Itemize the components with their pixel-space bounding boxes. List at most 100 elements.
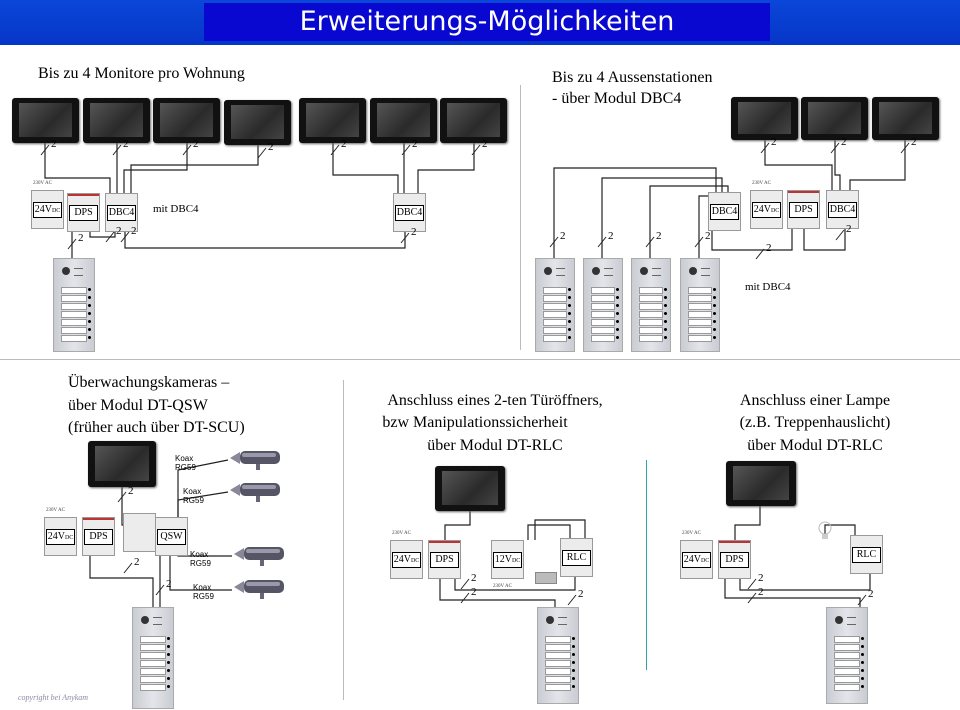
name-button[interactable] bbox=[639, 287, 663, 294]
name-button[interactable] bbox=[639, 295, 663, 302]
name-button[interactable] bbox=[61, 335, 87, 342]
name-button[interactable] bbox=[543, 303, 567, 310]
name-button[interactable] bbox=[140, 660, 166, 667]
wire bbox=[824, 524, 856, 537]
name-button[interactable] bbox=[591, 319, 615, 326]
wire bbox=[44, 143, 111, 193]
name-button[interactable] bbox=[834, 644, 860, 651]
name-button[interactable] bbox=[688, 287, 712, 294]
name-button[interactable] bbox=[688, 303, 712, 310]
module-indicator bbox=[429, 541, 460, 543]
name-button[interactable] bbox=[545, 668, 571, 675]
name-button[interactable] bbox=[591, 327, 615, 334]
button-led bbox=[616, 288, 619, 291]
name-button[interactable] bbox=[688, 335, 712, 342]
name-button[interactable] bbox=[639, 335, 663, 342]
name-button[interactable] bbox=[543, 287, 567, 294]
name-button[interactable] bbox=[61, 303, 87, 310]
button-led bbox=[713, 304, 716, 307]
wire-count-label: 2 bbox=[51, 138, 57, 150]
name-button[interactable] bbox=[61, 311, 87, 318]
name-button[interactable] bbox=[834, 684, 860, 691]
name-button[interactable] bbox=[591, 287, 615, 294]
button-led bbox=[88, 296, 91, 299]
coax-label-line2: RG59 bbox=[190, 559, 211, 568]
button-led bbox=[167, 637, 170, 640]
name-button[interactable] bbox=[543, 311, 567, 318]
button-led bbox=[861, 645, 864, 648]
name-button[interactable] bbox=[543, 327, 567, 334]
name-button[interactable] bbox=[591, 295, 615, 302]
name-button[interactable] bbox=[591, 311, 615, 318]
name-button[interactable] bbox=[543, 335, 567, 342]
name-button[interactable] bbox=[834, 660, 860, 667]
button-led bbox=[861, 653, 864, 656]
name-button[interactable] bbox=[545, 676, 571, 683]
wire-pair-mark bbox=[694, 236, 704, 248]
wire-pair-mark bbox=[120, 231, 130, 243]
module-label-voltage: 24V bbox=[34, 204, 52, 215]
name-button[interactable] bbox=[834, 652, 860, 659]
name-button[interactable] bbox=[545, 644, 571, 651]
wire-count-label: 2 bbox=[78, 232, 84, 244]
name-button[interactable] bbox=[140, 636, 166, 643]
name-button[interactable] bbox=[591, 303, 615, 310]
name-button[interactable] bbox=[834, 676, 860, 683]
name-button[interactable] bbox=[545, 636, 571, 643]
name-button[interactable] bbox=[591, 335, 615, 342]
note-mit-dbc4-outdoor: mit DBC4 bbox=[745, 281, 791, 293]
name-button[interactable] bbox=[61, 295, 87, 302]
name-button[interactable] bbox=[639, 303, 663, 310]
monitor bbox=[440, 98, 507, 143]
wire-count-label: 2 bbox=[846, 223, 852, 235]
module-psu12: 12VDC bbox=[491, 540, 524, 579]
module-label-voltage: 12V bbox=[494, 554, 512, 565]
door-station bbox=[535, 258, 575, 352]
name-button[interactable] bbox=[61, 327, 87, 334]
module-label-dbc4: DBC4 bbox=[395, 205, 424, 221]
name-button[interactable] bbox=[545, 684, 571, 691]
monitor-screen bbox=[160, 103, 213, 137]
name-button[interactable] bbox=[140, 652, 166, 659]
button-led bbox=[616, 304, 619, 307]
name-button[interactable] bbox=[834, 668, 860, 675]
module-label-psu: 24VDC bbox=[752, 202, 781, 218]
name-button[interactable] bbox=[545, 652, 571, 659]
name-button[interactable] bbox=[543, 295, 567, 302]
door-station bbox=[680, 258, 720, 352]
name-button[interactable] bbox=[543, 319, 567, 326]
wire-pair-mark bbox=[857, 594, 867, 606]
heading-monitors: Bis zu 4 Monitore pro Wohnung bbox=[38, 65, 245, 82]
name-button[interactable] bbox=[688, 295, 712, 302]
name-button[interactable] bbox=[688, 311, 712, 318]
name-button[interactable] bbox=[61, 287, 87, 294]
button-led bbox=[88, 288, 91, 291]
ac-label: 230V AC bbox=[33, 181, 52, 186]
module-indicator bbox=[83, 518, 114, 520]
name-button[interactable] bbox=[688, 319, 712, 326]
button-led bbox=[713, 312, 716, 315]
name-button[interactable] bbox=[140, 676, 166, 683]
name-button[interactable] bbox=[639, 319, 663, 326]
monitor bbox=[153, 98, 220, 143]
door-camera-icon bbox=[141, 616, 149, 624]
wire-pair-mark bbox=[900, 142, 910, 154]
wire bbox=[89, 230, 116, 238]
ac-label: 230V AC bbox=[752, 181, 771, 186]
wire-pair-mark bbox=[830, 142, 840, 154]
name-button[interactable] bbox=[639, 311, 663, 318]
name-button[interactable] bbox=[140, 668, 166, 675]
name-button[interactable] bbox=[140, 684, 166, 691]
heading-door-opener-1: Anschluss eines 2-ten Türöffners, bbox=[387, 392, 603, 409]
wire bbox=[834, 140, 841, 190]
wire bbox=[417, 143, 475, 193]
name-button[interactable] bbox=[639, 327, 663, 334]
speaker-grille-icon bbox=[556, 268, 565, 276]
name-button[interactable] bbox=[834, 636, 860, 643]
name-button[interactable] bbox=[545, 660, 571, 667]
name-button[interactable] bbox=[688, 327, 712, 334]
name-button[interactable] bbox=[140, 644, 166, 651]
name-button[interactable] bbox=[61, 319, 87, 326]
